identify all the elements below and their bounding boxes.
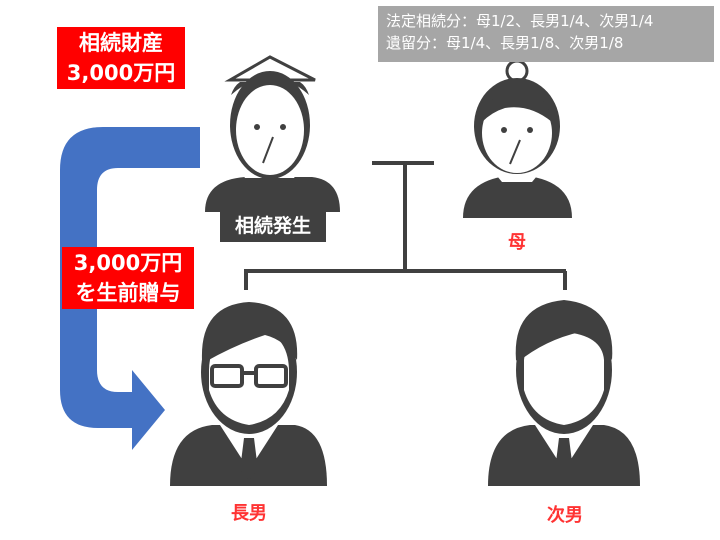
eldest-son-person-icon <box>170 302 327 486</box>
eldest-son-label: 長男 <box>231 503 267 524</box>
second-son-person-icon <box>488 300 640 486</box>
deceased-person-icon <box>205 55 340 212</box>
deceased-label: 相続発生 <box>220 210 326 242</box>
mother-label: 母 <box>508 232 526 253</box>
estate-box-line1: 相続財産 <box>79 31 163 55</box>
reserved-share-text: 遺留分：母1/4、長男1/8、次男1/8 <box>386 34 624 52</box>
estate-amount-box: 相続財産 3,000万円 <box>57 27 185 89</box>
gift-box-line2: を生前贈与 <box>75 281 181 305</box>
gift-box-line1: 3,000万円 <box>73 251 183 275</box>
second-son-label: 次男 <box>547 505 583 526</box>
mother-person-icon <box>463 59 572 218</box>
estate-box-line2: 3,000万円 <box>66 61 176 85</box>
legal-share-text: 法定相続分：母1/2、長男1/4、次男1/4 <box>386 12 654 30</box>
inheritance-share-info-box: 法定相続分：母1/2、長男1/4、次男1/4 遺留分：母1/4、長男1/8、次男… <box>378 6 714 62</box>
gift-amount-box: 3,000万円 を生前贈与 <box>62 247 194 309</box>
gift-arrow <box>60 127 200 450</box>
family-tree-lines <box>244 161 567 290</box>
